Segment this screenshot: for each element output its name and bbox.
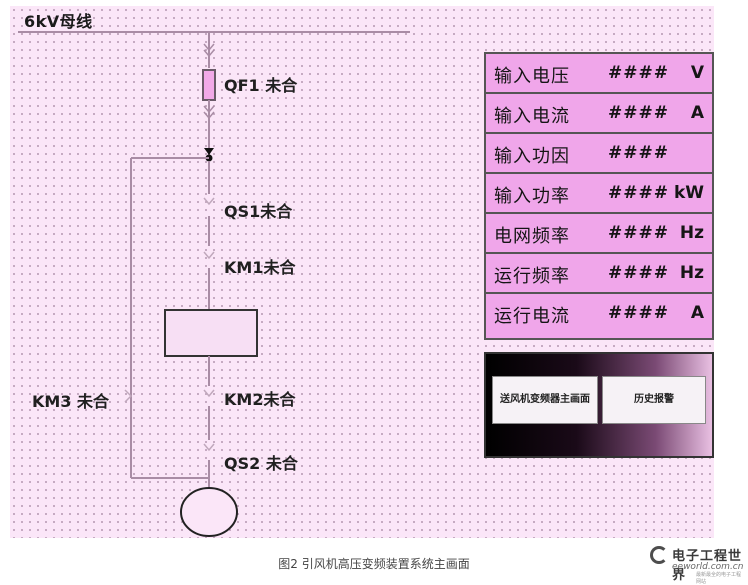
junction-arrow: [204, 148, 214, 155]
meter-value: ####: [608, 263, 669, 283]
km2-status-label: KM2未合: [224, 390, 296, 409]
logo-tagline: 最新最全的电子工程网站: [696, 572, 742, 585]
qf1-status-label: QF1 未合: [224, 76, 298, 95]
meter-value: ####: [608, 303, 669, 323]
meter-value: ####: [608, 183, 669, 203]
bus-title: 6kV母线: [24, 12, 93, 31]
meter-label: 运行频率: [494, 266, 570, 287]
meter-row-run-current: 运行电流 #### A: [486, 294, 712, 338]
qs2-switch-symbol[interactable]: [203, 443, 215, 452]
single-line-diagram: [124, 33, 258, 537]
km2-switch-symbol[interactable]: [203, 389, 215, 398]
meter-unit: kW: [673, 183, 704, 203]
km1-switch-symbol[interactable]: [203, 251, 215, 260]
measurement-panel: 输入电压 #### V 输入电流 #### A 输入功因 #### 输入功率 #…: [484, 52, 714, 340]
meter-row-input-power: 输入功率 #### kW: [486, 174, 712, 214]
eeworld-logo: 电子工程世界 eeworld.com.cn 最新最全的电子工程网站: [650, 544, 744, 585]
meter-row-input-current: 输入电流 #### A: [486, 94, 712, 134]
bus-bar: [18, 31, 410, 33]
meter-unit: Hz: [679, 263, 704, 283]
meter-unit: A: [690, 103, 704, 123]
qf1-breaker-symbol[interactable]: [202, 69, 216, 101]
navigation-panel: 送风机变频器主画面 历史报警: [484, 352, 714, 458]
chevron-down-icon: [203, 49, 215, 58]
main-screen-button[interactable]: 送风机变频器主画面: [492, 376, 598, 424]
qs2-status-label: QS2 未合: [224, 454, 298, 473]
inverter-block[interactable]: [164, 309, 258, 357]
qs1-switch-symbol[interactable]: [203, 197, 215, 206]
meter-label: 输入功率: [494, 186, 570, 207]
meter-label: 电网频率: [494, 226, 570, 247]
figure-caption: 图2 引风机高压变频装置系统主画面: [278, 557, 470, 571]
meter-label: 输入功因: [494, 146, 570, 167]
chevron-down-icon: [203, 105, 215, 114]
meter-label: 输入电压: [494, 66, 570, 87]
logo-site: eeworld.com.cn: [672, 562, 744, 572]
meter-unit: Hz: [679, 223, 704, 243]
meter-unit: V: [690, 63, 704, 83]
meter-value: ####: [608, 63, 669, 83]
history-alarm-button[interactable]: 历史报警: [602, 376, 706, 424]
meter-label: 运行电流: [494, 306, 570, 327]
qs1-status-label: QS1未合: [224, 202, 293, 221]
km1-status-label: KM1未合: [224, 258, 296, 277]
motor-symbol[interactable]: [180, 487, 238, 537]
chevron-down-icon: [203, 111, 215, 120]
meter-label: 输入电流: [494, 106, 570, 127]
meter-unit: A: [690, 303, 704, 323]
hmi-screen: 6kV母线 QF1 未合 QS1未合 KM1未合 K: [10, 6, 714, 538]
meter-value: ####: [608, 143, 669, 163]
meter-row-input-power-factor: 输入功因 ####: [486, 134, 712, 174]
km3-status-label: KM3 未合: [32, 392, 110, 411]
logo-icon: [650, 546, 668, 564]
logo-brand: 电子工程世界: [672, 549, 743, 583]
meter-row-grid-frequency: 电网频率 #### Hz: [486, 214, 712, 254]
km3-switch-symbol[interactable]: [124, 389, 133, 403]
meter-row-run-frequency: 运行频率 #### Hz: [486, 254, 712, 294]
meter-row-input-voltage: 输入电压 #### V: [486, 54, 712, 94]
chevron-down-icon: [203, 43, 215, 52]
meter-value: ####: [608, 223, 669, 243]
meter-value: ####: [608, 103, 669, 123]
